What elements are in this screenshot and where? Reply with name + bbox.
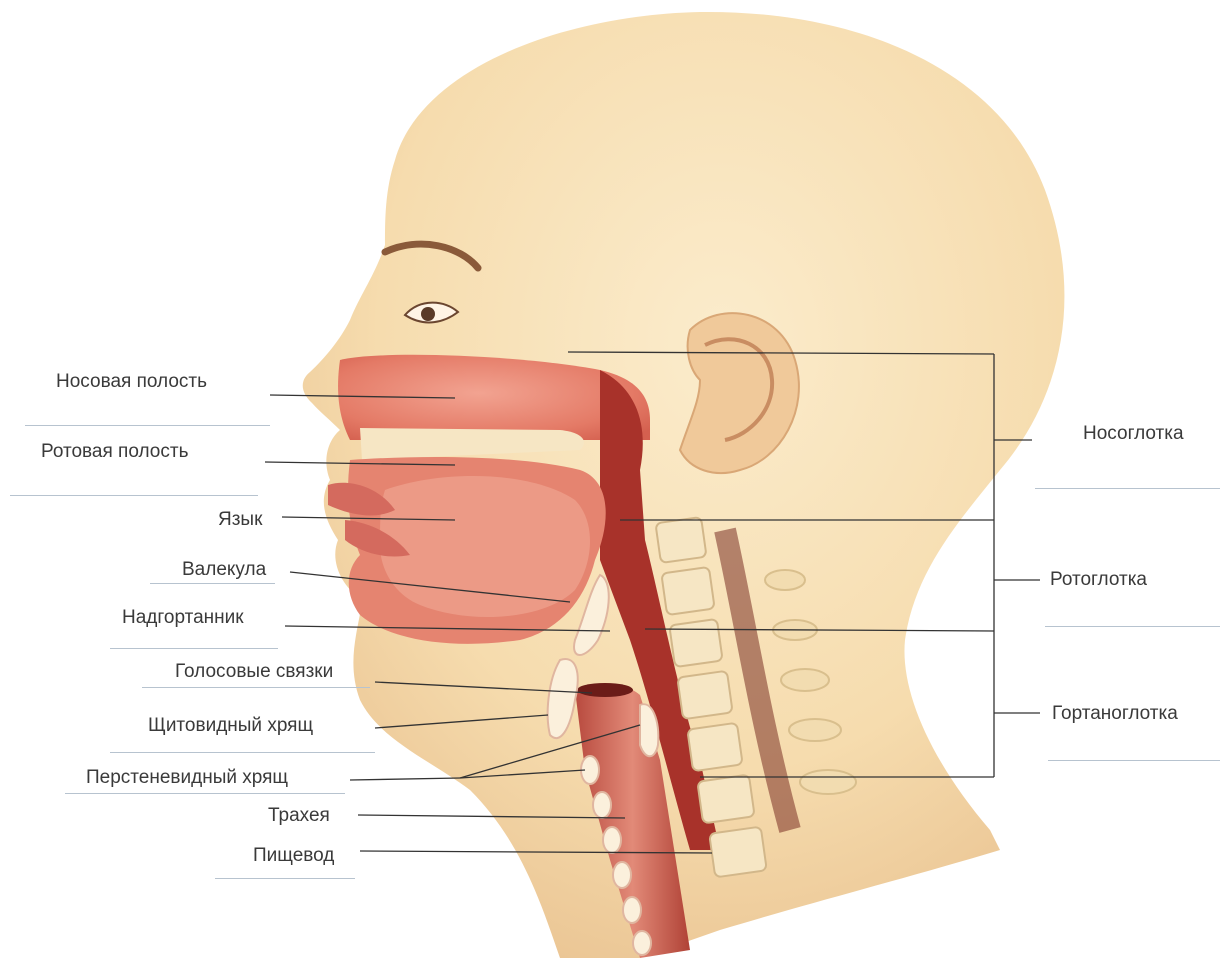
underline-vocal-cords [142,687,370,688]
underline-thyroid-cartilage [110,752,375,753]
label-laryngopharynx: Гортаноглотка [1052,704,1178,723]
label-vocal-cords: Голосовые связки [175,662,333,681]
underline-oral-cavity [10,495,258,496]
underline-esophagus [215,878,355,879]
underline-nasal-cavity [25,425,270,426]
underline-cricoid-cartilage [65,793,345,794]
iris [421,307,435,321]
label-tongue: Язык [218,510,262,529]
vocal-cords-shape [577,683,633,697]
label-oral-cavity: Ротовая полость [41,442,188,461]
label-epiglottis: Надгортанник [122,608,244,627]
label-cricoid-cartilage: Перстеневидный хрящ [86,768,288,787]
label-trachea: Трахея [268,806,330,825]
label-nasopharynx: Носоглотка [1083,424,1184,443]
underline-vallecula [150,583,275,584]
underline-epiglottis [110,648,278,649]
label-nasal-cavity: Носовая полость [56,372,207,391]
label-thyroid-cartilage: Щитовидный хрящ [148,716,313,735]
label-esophagus: Пищевод [253,846,334,865]
underline-oropharynx [1045,626,1220,627]
underline-nasopharynx [1035,488,1220,489]
label-vallecula: Валекула [182,560,266,579]
label-oropharynx: Ротоглотка [1050,570,1147,589]
tongue-shape [380,476,590,617]
underline-laryngopharynx [1048,760,1220,761]
